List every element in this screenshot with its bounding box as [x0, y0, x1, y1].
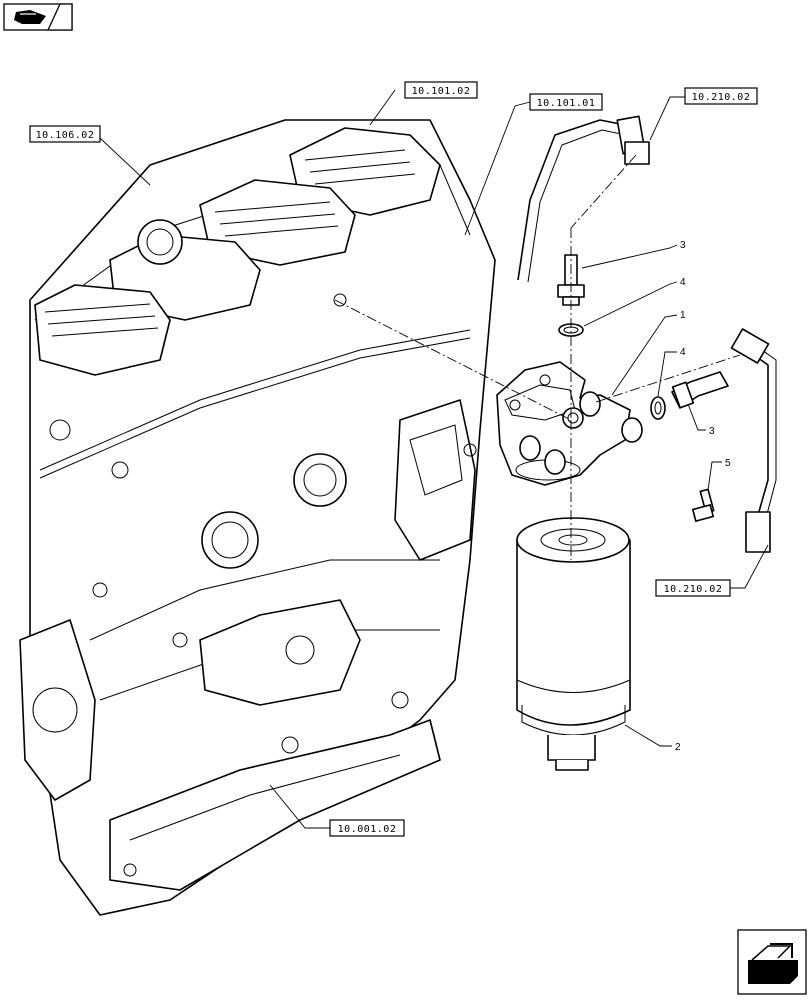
callout-3-top[interactable]: 3	[581, 240, 686, 269]
callout-1[interactable]: 1	[611, 310, 686, 396]
svg-text:1: 1	[680, 310, 686, 321]
callout-2[interactable]: 2	[624, 724, 681, 753]
svg-text:4: 4	[680, 277, 686, 288]
o-ring-side	[650, 396, 666, 420]
ref-label: 10.001.02	[338, 824, 397, 835]
book-hand-icon[interactable]	[3, 3, 73, 31]
next-page-arrow-icon[interactable]	[737, 929, 807, 995]
ref-label: 10.106.02	[36, 130, 95, 141]
filter-head	[496, 361, 643, 486]
ref-box-10-101-02-top[interactable]: 10.101.02	[369, 81, 478, 126]
callout-4-side[interactable]: 4	[657, 347, 686, 397]
callout-3-side[interactable]: 3	[687, 403, 715, 437]
ref-label: 10.210.02	[664, 584, 723, 595]
callout-4-top[interactable]: 4	[583, 277, 686, 327]
fitting-top	[557, 254, 585, 306]
ref-box-10-001-02[interactable]: 10.001.02	[269, 784, 405, 837]
svg-text:4: 4	[680, 347, 686, 358]
ref-box-10-101-01[interactable]: 10.101.01	[464, 93, 603, 236]
ref-label: 10.210.02	[692, 92, 751, 103]
callout-5[interactable]: 5	[707, 458, 731, 491]
cylinder-cover-4	[34, 284, 171, 376]
svg-text:3: 3	[680, 240, 686, 251]
ref-label: 10.101.01	[537, 98, 596, 109]
svg-text:2: 2	[675, 742, 681, 753]
fitting-side	[671, 371, 729, 409]
fuel-line-side	[730, 328, 777, 553]
fuel-line-top	[517, 115, 650, 283]
ref-box-10-210-02-top[interactable]: 10.210.02	[649, 87, 758, 141]
ref-box-10-210-02-bottom[interactable]: 10.210.02	[655, 544, 769, 597]
ref-box-10-106-02[interactable]: 10.106.02	[29, 125, 151, 186]
svg-text:3: 3	[709, 426, 715, 437]
filter-cartridge	[516, 517, 631, 771]
bleed-screw	[691, 488, 715, 522]
svg-text:5: 5	[725, 458, 731, 469]
ref-label: 10.101.02	[412, 86, 471, 97]
engine-block	[19, 119, 496, 916]
